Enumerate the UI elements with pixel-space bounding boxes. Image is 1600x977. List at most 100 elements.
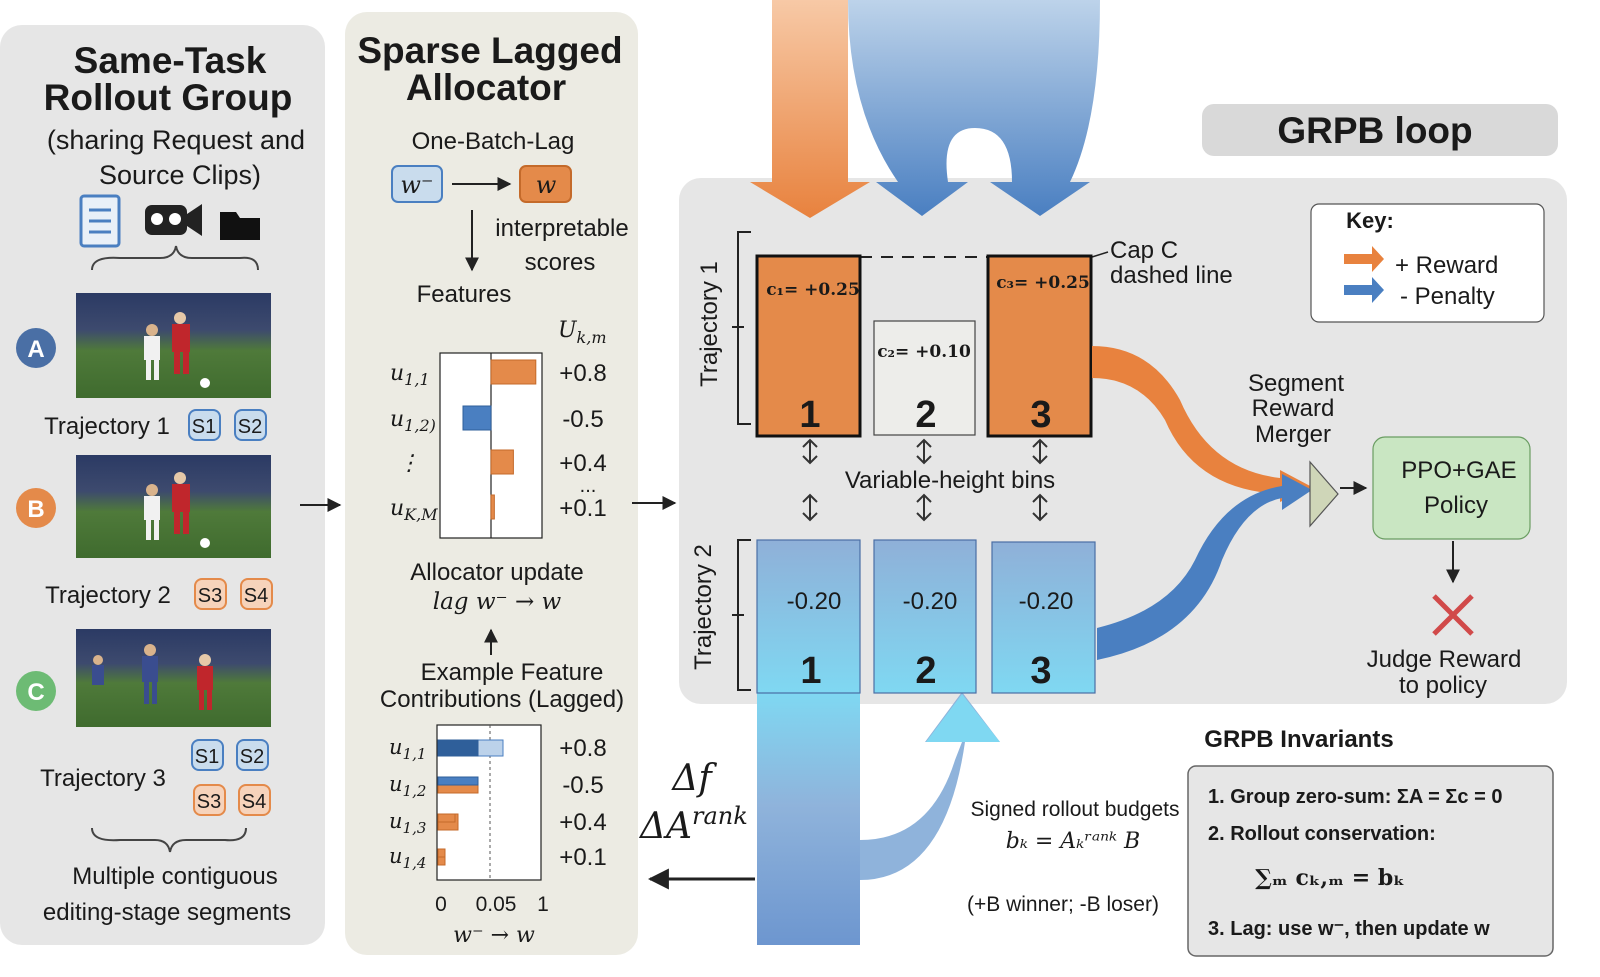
penalty-bin-1-index: 1 <box>800 650 821 692</box>
variable-height-arrows <box>802 438 1048 522</box>
rollout-title-line1: Same-Task <box>74 40 267 81</box>
contribution-row-label: u1,1 <box>389 735 426 763</box>
contribution-row-label-main: u <box>389 735 403 759</box>
key-reward-label: + Reward <box>1395 252 1498 279</box>
segment-chip <box>188 409 221 441</box>
feature-value-label: +0.1 <box>559 495 606 522</box>
segment-chip-label: S4 <box>242 791 266 813</box>
feature-score-chart: u1,1+0.8u1,2)-0.5⋮+0.4uK,M+0.1... <box>390 352 607 539</box>
segment-chip-label: S2 <box>238 416 262 438</box>
penalty-bin-2 <box>873 539 977 694</box>
grpb-title: GRPB loop <box>1277 110 1472 151</box>
bin-2-index: 2 <box>915 394 936 436</box>
contribution-bar-w-minus <box>437 776 479 786</box>
segment-chip-label: S4 <box>244 585 268 607</box>
features-label: Features <box>417 281 512 308</box>
segment-chip <box>234 409 267 441</box>
rollout-subtitle-line1: (sharing Request and <box>47 125 305 155</box>
contribution-tick-label: 0.05 <box>476 893 517 916</box>
feature-row-label-main: ⋮ <box>398 451 420 476</box>
rollout-footer-line2: editing-stage segments <box>43 899 291 926</box>
segment-chip-label: S1 <box>195 746 219 768</box>
penalty-key-arrow <box>1344 277 1384 303</box>
document-icon <box>79 194 121 248</box>
delta-a-label: ΔArank <box>638 802 748 847</box>
merger-label-line3: Merger <box>1255 421 1331 448</box>
cap-pointer <box>1091 251 1109 258</box>
feature-row-label-main: u <box>390 407 404 432</box>
interpretable-line1: interpretable <box>495 215 628 242</box>
contribution-value-label: +0.8 <box>559 735 606 762</box>
trajectory-1-label: Trajectory 1 <box>44 413 170 440</box>
contribution-row-label-sub: 1,4 <box>403 854 427 872</box>
penalty-bin-3 <box>991 541 1096 694</box>
segment-chip <box>240 578 273 610</box>
reject-cross-icon <box>1432 594 1474 636</box>
invariant-1: 1. Group zero-sum: ΣA = Σc = 0 <box>1208 786 1502 808</box>
feature-ellipsis: ... <box>580 475 597 497</box>
feature-row-label-main: u <box>390 361 404 386</box>
invariants-box <box>1187 765 1554 957</box>
contribution-row-label-main: u <box>389 772 403 796</box>
badge-b-label: B <box>27 496 44 523</box>
feature-row-label-main: u <box>390 496 404 521</box>
interpretable-line2: scores <box>525 249 596 276</box>
contribution-row-label-sub: 1,3 <box>403 819 427 837</box>
example-line2: Contributions (Lagged) <box>380 686 624 713</box>
penalty-bin-3-index: 3 <box>1030 650 1051 692</box>
allocator-update-line2: lag w⁻ → w <box>433 589 562 615</box>
budget-channel <box>757 692 860 945</box>
contribution-tick-label: 1 <box>537 893 549 916</box>
contribution-row-label: u1,3 <box>389 809 426 837</box>
contribution-row-label-sub: 1,1 <box>403 745 427 763</box>
segment-chip <box>191 739 224 771</box>
segment-chip <box>193 784 226 816</box>
folder-icon <box>220 212 260 240</box>
badge-a <box>16 328 56 368</box>
bin-3-index: 3 <box>1030 394 1051 436</box>
badge-b <box>16 488 56 528</box>
grpb-title-box <box>1202 104 1558 156</box>
neutral-bin-2 <box>873 320 976 436</box>
rollout-footer-line1: Multiple contiguous <box>72 863 277 890</box>
reward-bin-3 <box>986 254 1093 438</box>
feature-value-label: +0.4 <box>559 450 606 477</box>
allocator-title-line2: Allocator <box>406 67 566 108</box>
trajectory-2-axis-label: Trajectory 2 <box>690 544 717 670</box>
rollout-title-line2: Rollout Group <box>44 77 293 118</box>
feature-bar <box>490 359 537 385</box>
matrix-label-sub: k,m <box>577 328 607 347</box>
feature-row-label: uK,M <box>390 496 438 524</box>
contribution-bar-w-minus <box>437 813 456 823</box>
penalty-bin-2-index: 2 <box>915 650 936 692</box>
contribution-value-label: +0.1 <box>559 844 606 871</box>
merger-label-line2: Reward <box>1252 395 1335 422</box>
allocator-update-line1: Allocator update <box>410 559 583 586</box>
segment-chip-label: S2 <box>240 746 264 768</box>
merger-label-line1: Segment <box>1248 370 1344 397</box>
badge-a-label: A <box>27 336 44 363</box>
bin-1-index: 1 <box>799 394 820 436</box>
w-minus-label: w⁻ <box>400 171 433 199</box>
contribution-bar-w-minus <box>437 739 479 757</box>
judge-label-line1: Judge Reward <box>1367 646 1522 673</box>
ppo-gae-policy-box <box>1372 436 1531 540</box>
delta-f-label: Δf <box>670 758 717 799</box>
contribution-row-label-main: u <box>389 844 403 868</box>
feature-row-label-sub: 1,1 <box>404 370 429 389</box>
penalty-bin-1 <box>756 539 861 694</box>
feature-value-label: +0.8 <box>559 360 606 387</box>
delta-a-sup: rank <box>692 802 748 830</box>
penalty-bin-3-value: -0.20 <box>1019 588 1074 615</box>
trajectory-2-label: Trajectory 2 <box>45 582 171 609</box>
matrix-label: Uk,m <box>558 318 607 347</box>
invariant-2-formula: ∑ₘ cₖ,ₘ = bₖ <box>1255 865 1405 891</box>
segment-reward-merger <box>1309 460 1339 528</box>
clip-thumbnail-c <box>76 629 271 727</box>
invariants-title: GRPB Invariants <box>1204 726 1393 753</box>
segments-brace <box>91 827 247 853</box>
cap-label-line1: Cap C <box>1110 237 1178 264</box>
contribution-row-label: u1,4 <box>389 844 426 872</box>
contribution-tick-label: 0 <box>435 893 447 916</box>
penalty-flow-to-merger <box>1097 474 1312 660</box>
